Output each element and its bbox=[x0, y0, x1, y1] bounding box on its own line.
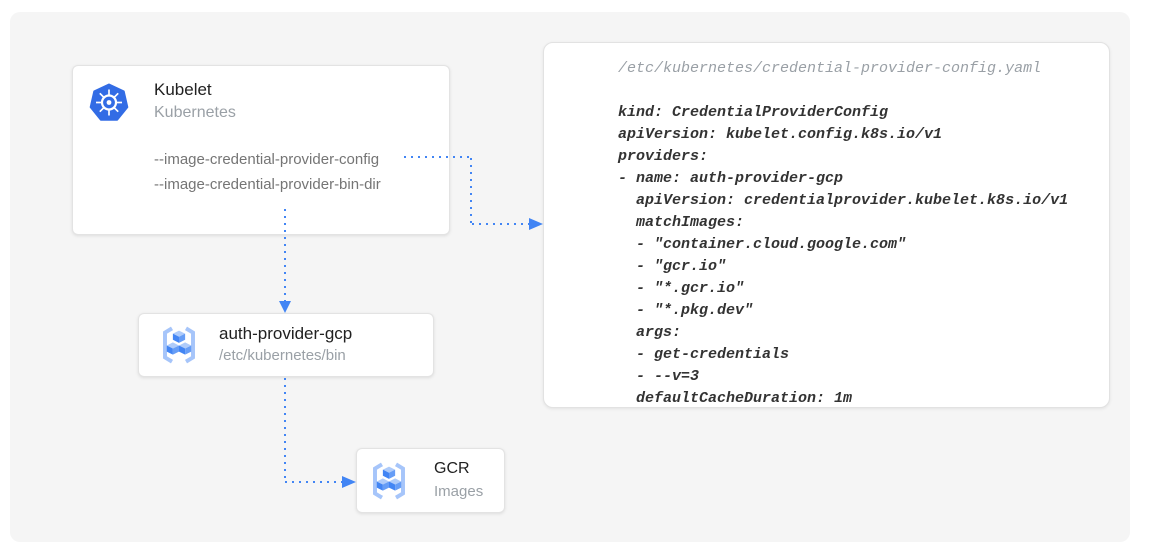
yaml-line: - "gcr.io" bbox=[618, 258, 727, 275]
arrowhead-to-gcr bbox=[342, 476, 356, 488]
node-title: Kubelet bbox=[154, 80, 212, 99]
kubelet-flags: --image-credential-provider-config --ima… bbox=[154, 147, 381, 197]
yaml-line: - "*.pkg.dev" bbox=[618, 302, 754, 319]
node-title: GCR bbox=[434, 460, 470, 477]
connector-config-to-yaml-segment bbox=[404, 156, 472, 158]
connector-config-to-yaml-segment bbox=[472, 223, 530, 225]
yaml-line: defaultCacheDuration: 1m bbox=[618, 390, 853, 407]
config-file-panel: /etc/kubernetes/credential-provider-conf… bbox=[543, 42, 1110, 408]
node-subtitle: Images bbox=[434, 483, 484, 500]
node-subtitle: Kubernetes bbox=[154, 104, 236, 121]
yaml-line: kind: CredentialProviderConfig bbox=[618, 104, 889, 121]
kubernetes-icon bbox=[89, 83, 129, 128]
yaml-line: - "container.cloud.google.com" bbox=[618, 236, 907, 253]
node-gcr: GCR Images bbox=[356, 448, 505, 513]
config-file-content: kind: CredentialProviderConfig apiVersio… bbox=[618, 102, 1093, 410]
yaml-line: providers: bbox=[618, 148, 709, 165]
yaml-line: matchImages: bbox=[618, 214, 745, 231]
connector-config-to-yaml-segment bbox=[470, 158, 472, 224]
node-kubelet: Kubelet Kubernetes --image-credential-pr… bbox=[72, 65, 450, 235]
yaml-line: apiVersion: kubelet.config.k8s.io/v1 bbox=[618, 126, 943, 143]
connector-auth-to-gcr-segment bbox=[285, 481, 343, 483]
yaml-line: args: bbox=[618, 324, 682, 341]
yaml-line: - "*.gcr.io" bbox=[618, 280, 745, 297]
kubelet-flag-config: --image-credential-provider-config bbox=[154, 151, 380, 168]
node-title: auth-provider-gcp bbox=[219, 324, 353, 343]
yaml-line: - name: auth-provider-gcp bbox=[618, 170, 844, 187]
config-file-path: /etc/kubernetes/credential-provider-conf… bbox=[618, 60, 1042, 77]
container-registry-icon bbox=[158, 324, 200, 371]
yaml-line: - get-credentials bbox=[618, 346, 790, 363]
connector-kubelet-to-auth-segment bbox=[284, 209, 286, 302]
container-registry-icon bbox=[368, 460, 410, 507]
connector-auth-to-gcr-segment bbox=[284, 378, 286, 482]
yaml-line: - --v=3 bbox=[618, 368, 700, 385]
arrowhead-to-yaml-panel bbox=[529, 218, 543, 230]
node-subtitle: /etc/kubernetes/bin bbox=[219, 347, 346, 364]
arrowhead-to-auth-provider bbox=[279, 301, 291, 313]
yaml-line: apiVersion: credentialprovider.kubelet.k… bbox=[618, 192, 1069, 209]
node-auth-provider-gcp: auth-provider-gcp /etc/kubernetes/bin bbox=[138, 313, 434, 377]
kubelet-flag-bin-dir: --image-credential-provider-bin-dir bbox=[154, 176, 381, 193]
